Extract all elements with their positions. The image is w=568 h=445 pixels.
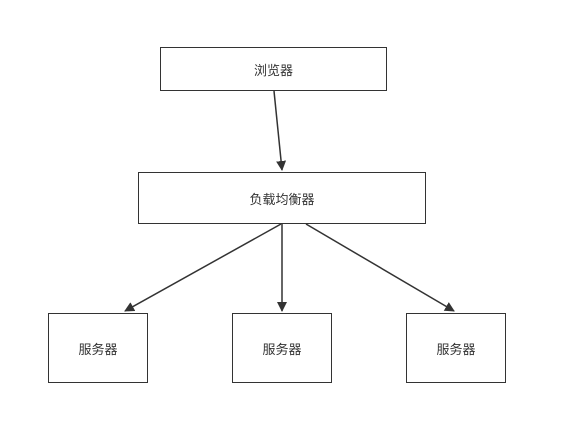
- server-node-1-label: 服务器: [78, 342, 118, 358]
- server-node-2-label: 服务器: [262, 342, 302, 358]
- server-node-3-label: 服务器: [436, 342, 476, 358]
- load-balancer-node-label: 负载均衡器: [249, 192, 315, 208]
- edge-load-balancer-to-server-1: [124, 223, 282, 312]
- server-node-2: 服务器: [232, 313, 332, 383]
- edge-load-balancer-to-server-3: [305, 223, 455, 312]
- edge-browser-to-load-balancer: [273, 90, 287, 171]
- browser-node-label: 浏览器: [253, 63, 293, 79]
- server-node-1: 服务器: [48, 313, 148, 383]
- server-node-3: 服务器: [406, 313, 506, 383]
- browser-node: 浏览器: [160, 47, 387, 91]
- load-balancer-node: 负载均衡器: [138, 172, 426, 224]
